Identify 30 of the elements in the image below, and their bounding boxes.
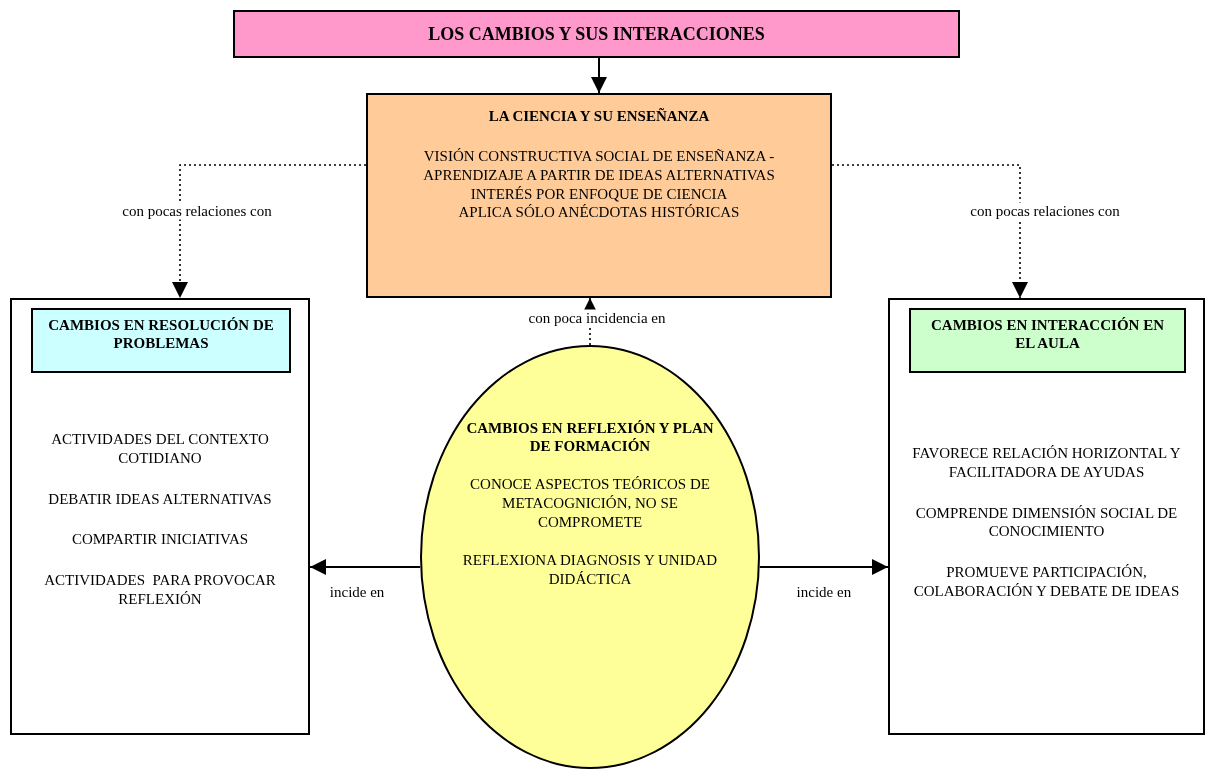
heading-text: CAMBIOS EN INTERACCIÓN EN EL AULA — [930, 316, 1165, 352]
header-box — [909, 308, 1186, 373]
body-text: REFLEXIONA DIAGNOSIS Y UNIDAD DIDÁCTICA — [462, 551, 718, 589]
arrow — [582, 297, 598, 346]
arrow — [591, 57, 607, 94]
content-box — [888, 298, 1205, 735]
heading-text: CAMBIOS EN RESOLUCIÓN DE PROBLEMAS — [47, 316, 275, 352]
heading-text: LOS CAMBIOS Y SUS INTERACCIONES — [428, 24, 765, 46]
body-text: COMPARTIR INICIATIVAS — [71, 530, 249, 549]
arrow — [172, 164, 367, 299]
body-text: PROMUEVE PARTICIPACIÓN, COLABORACIÓN Y DEBATE DE IDEAS — [912, 563, 1181, 601]
title-box — [233, 10, 960, 58]
body-text: VISIÓN CONSTRUCTIVA SOCIAL DE ENSEÑANZA - APRENDIZAJE A PARTIR DE IDEAS ALTERNATIVAS — [422, 147, 776, 185]
body-text: DEBATIR IDEAS ALTERNATIVAS — [48, 489, 272, 509]
heading-text: LA CIENCIA Y SU ENSEÑANZA — [488, 107, 710, 125]
body-text: FAVORECE RELACIÓN HORIZONTAL Y FACILITADORA DE AYUDAS — [911, 444, 1182, 482]
body-text: APLICA SÓLO ANÉCDOTAS HISTÓRICAS — [458, 203, 740, 222]
arrow — [309, 559, 422, 575]
edge-label: con pocas relaciones con — [119, 202, 275, 220]
body-text: COMPRENDE DIMENSIÓN SOCIAL DE CONOCIMIENTO — [914, 503, 1179, 541]
body-text: ACTIVIDADES DEL CONTEXTO COTIDIANO — [50, 430, 270, 468]
arrow — [758, 559, 889, 575]
header-box — [31, 308, 291, 373]
edge-label: con pocas relaciones con — [967, 202, 1123, 220]
content-box — [10, 298, 310, 735]
heading-text: CAMBIOS EN REFLEXIÓN Y PLAN DE FORMACIÓN — [465, 419, 715, 455]
body-text: INTERÉS POR ENFOQUE DE CIENCIA — [470, 184, 728, 204]
body-text: CONOCE ASPECTOS TEÓRICOS DE METACOGNICIÓN, NO SE COMPROMETE — [469, 475, 711, 532]
body-text: ACTIVIDADES PARA PROVOCAR REFLEXIÓN — [43, 571, 277, 609]
topic-box — [366, 93, 832, 298]
